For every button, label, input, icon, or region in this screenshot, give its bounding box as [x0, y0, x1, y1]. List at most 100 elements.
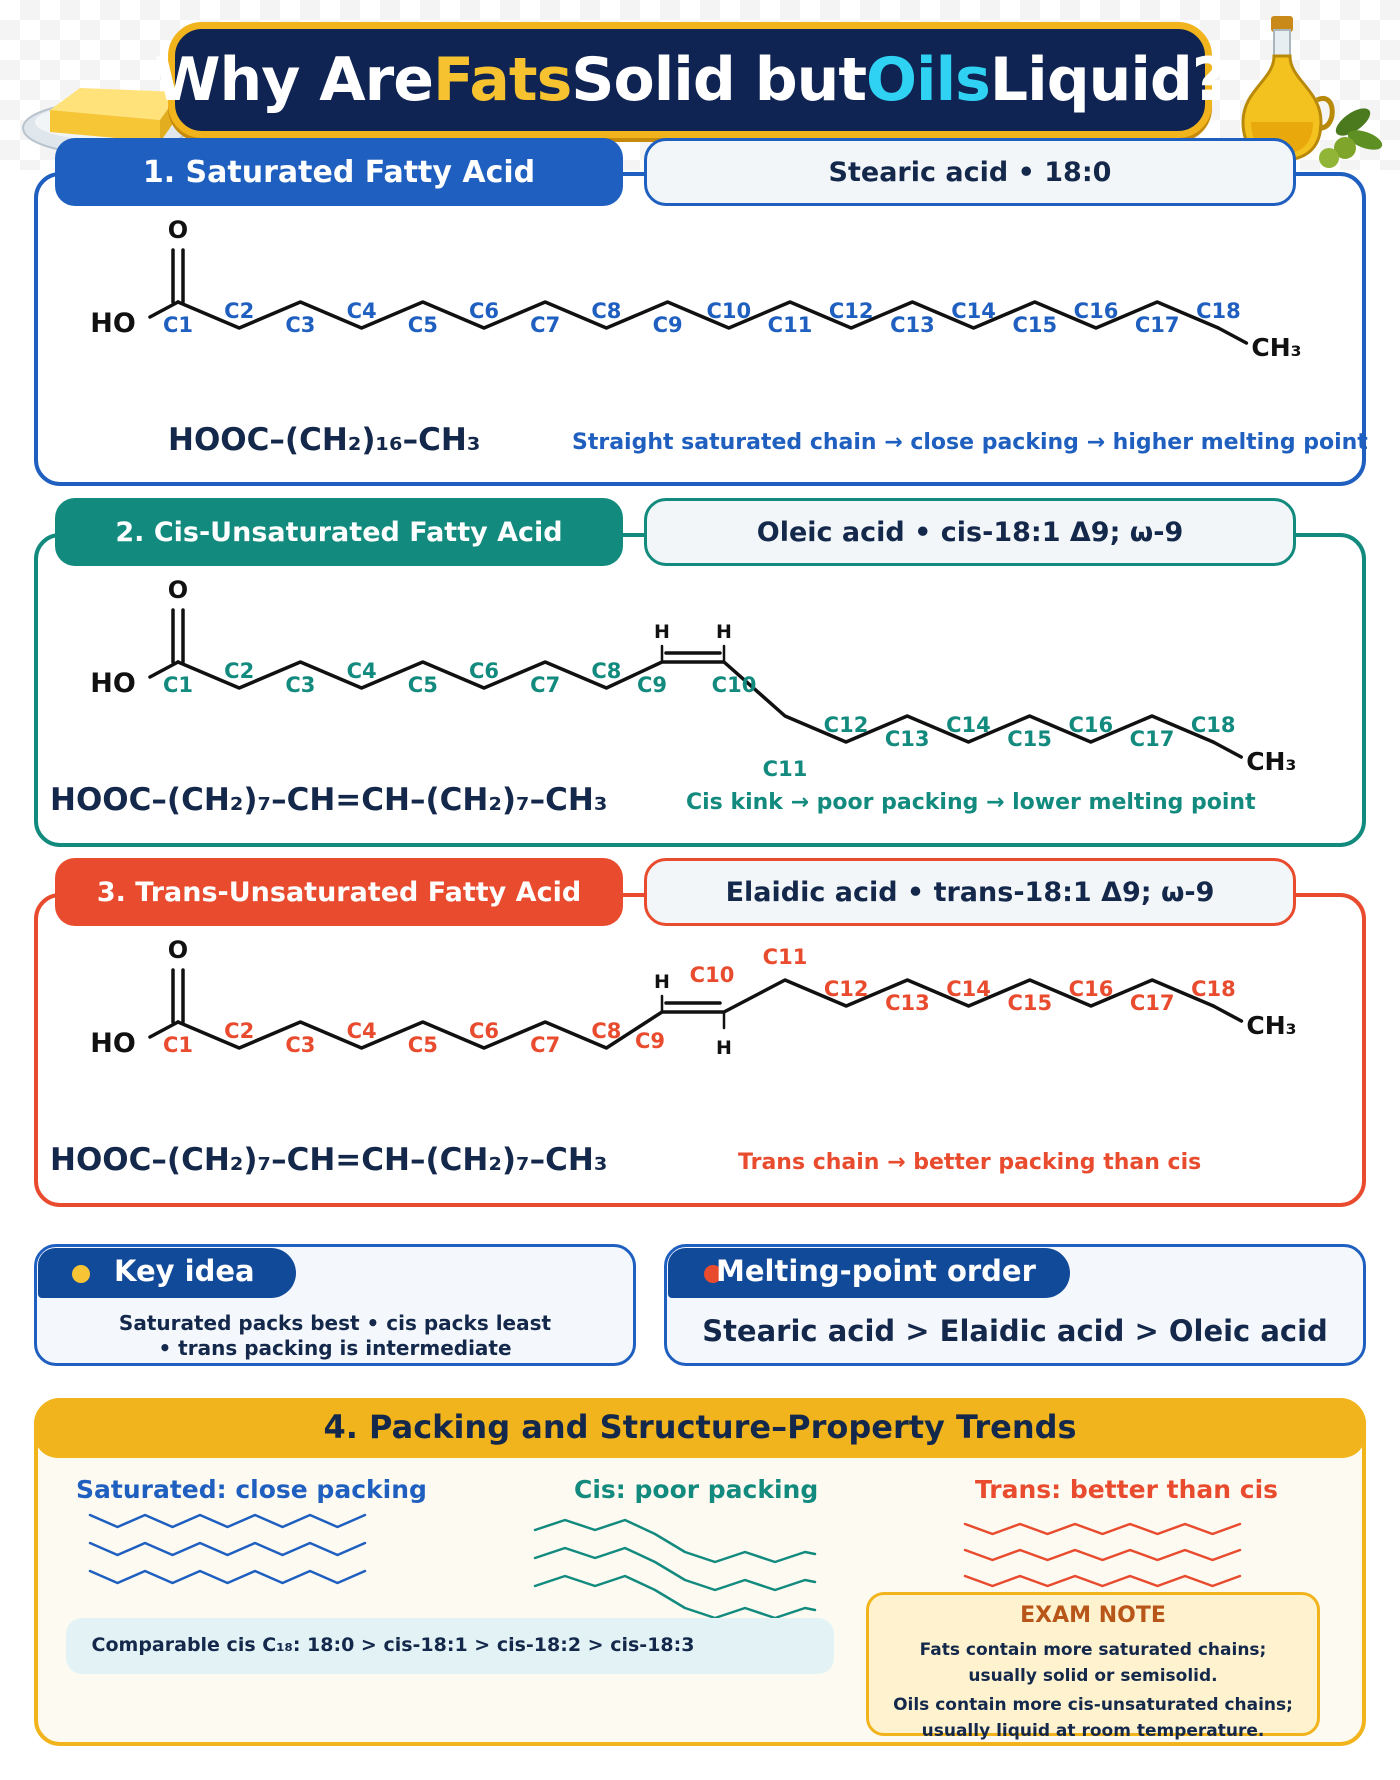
carbon-label-c6: C6 — [469, 1019, 499, 1043]
section-tab-cis: 2. Cis-Unsaturated Fatty Acid — [55, 498, 623, 566]
carbon-chain — [176, 978, 1216, 1050]
key-idea-text: Saturated packs best • cis packs least •… — [34, 1311, 636, 1361]
carbon-label-c10: C10 — [712, 673, 757, 697]
hydrogen-label: H — [716, 621, 732, 643]
exam-note-box — [866, 1592, 1320, 1736]
comparison-bar — [66, 1618, 834, 1674]
carbon-label-c7: C7 — [530, 313, 560, 337]
c-o-single-bond — [148, 1020, 180, 1039]
carbon-label-c2: C2 — [224, 1019, 254, 1043]
carbon-label-c10: C10 — [706, 299, 751, 323]
terminal-bond — [1211, 1004, 1244, 1023]
bullet-dot-icon — [72, 1265, 90, 1283]
cis-chain — [533, 1518, 817, 1564]
carbon-label-c9: C9 — [637, 673, 667, 697]
carbon-label-c8: C8 — [591, 659, 621, 683]
title-text-2: Solid but — [571, 45, 867, 115]
bullet-dot-icon — [704, 1265, 722, 1283]
exam-note-line-2: usually solid or semisolid. — [968, 1666, 1218, 1686]
carbon-label-c1: C1 — [163, 1033, 193, 1057]
caption-trans: Trans chain → better packing than cis — [738, 1150, 1202, 1175]
carbon-label-c15: C15 — [1007, 991, 1052, 1015]
carbon-label-c12: C12 — [829, 299, 874, 323]
terminal-bond — [1211, 740, 1243, 759]
saturated-packing-label: Saturated: close packing — [76, 1475, 427, 1504]
carbon-label-c18: C18 — [1191, 977, 1236, 1001]
c-o-single-bond — [148, 660, 180, 679]
exam-note-line-4: usually liquid at room temperature. — [921, 1721, 1265, 1741]
hydroxyl-label: HO — [90, 668, 136, 699]
trans-chain — [963, 1522, 1242, 1536]
c-o-single-bond — [148, 300, 180, 319]
acid-name-stearic: Stearic acid • 18:0 — [644, 138, 1296, 206]
carbon-label-c7: C7 — [530, 1033, 560, 1057]
title-fats-word: Fats — [432, 45, 572, 115]
oxygen-label: O — [168, 216, 188, 244]
key-idea-title: Key idea — [114, 1254, 255, 1288]
acid-name-elaidic: Elaidic acid • trans-18:1 Δ9; ω-9 — [644, 858, 1296, 926]
methyl-label: CH₃ — [1246, 747, 1296, 776]
title-text-3: Liquid? — [989, 45, 1227, 115]
melting-title: Melting-point order — [716, 1254, 1036, 1288]
oxygen-label: O — [168, 936, 188, 964]
key-idea-line-2: • trans packing is intermediate — [158, 1336, 512, 1360]
section-tab-trans: 3. Trans-Unsaturated Fatty Acid — [55, 858, 623, 926]
exam-note-title: EXAM NOTE — [1020, 1603, 1166, 1628]
carbon-label-c8: C8 — [591, 1019, 621, 1043]
exam-note-text: Fats contain more saturated chains; usua… — [866, 1637, 1320, 1744]
carbon-label-c18: C18 — [1191, 713, 1236, 737]
oil-bottle-icon — [1241, 16, 1383, 168]
saturated-chain — [88, 1541, 367, 1557]
saturated-chain — [88, 1569, 367, 1585]
trans-panel — [34, 893, 1366, 1207]
cis-chain — [533, 1546, 817, 1592]
carbon-label-c14: C14 — [951, 299, 996, 323]
formula-oleic: HOOC–(CH₂)₇–CH=CH–(CH₂)₇–CH₃ — [50, 782, 608, 818]
title-text-1: Why Are — [154, 45, 434, 115]
carbon-label-c2: C2 — [224, 299, 254, 323]
carbon-label-c14: C14 — [946, 713, 991, 737]
carbon-label-c15: C15 — [1012, 313, 1057, 337]
section-tab-saturated: 1. Saturated Fatty Acid — [55, 138, 623, 206]
carbon-label-c13: C13 — [885, 727, 930, 751]
exam-note-line-3: Oils contain more cis-unsaturated chains… — [893, 1695, 1293, 1715]
terminal-bond — [1216, 326, 1249, 345]
carbon-label-c6: C6 — [469, 659, 499, 683]
carbon-label-c5: C5 — [408, 1033, 438, 1057]
carbon-label-c4: C4 — [347, 1019, 377, 1043]
carbon-chain — [176, 660, 1215, 744]
carbon-label-c8: C8 — [591, 299, 621, 323]
acid-name-oleic: Oleic acid • cis-18:1 Δ9; ω-9 — [644, 498, 1296, 566]
key-idea-line-1: Saturated packs best • cis packs least — [118, 1311, 552, 1335]
comparison-text: Comparable cis C₁₈: 18:0 > cis-18:1 > ci… — [91, 1634, 695, 1656]
trends-title: 4. Packing and Structure–Property Trends — [323, 1408, 1077, 1446]
carbon-label-c5: C5 — [408, 673, 438, 697]
carbon-label-c4: C4 — [347, 659, 377, 683]
hydrogen-label: H — [716, 1037, 732, 1059]
butter-icon — [22, 88, 188, 155]
methyl-label: CH₃ — [1246, 1011, 1296, 1040]
carbon-label-c17: C17 — [1130, 727, 1175, 751]
carbon-label-c4: C4 — [347, 299, 377, 323]
carbon-label-c6: C6 — [469, 299, 499, 323]
carbon-label-c13: C13 — [890, 313, 935, 337]
methyl-label: CH₃ — [1251, 333, 1301, 362]
melting-tab — [668, 1248, 1070, 1298]
formula-elaidic: HOOC–(CH₂)₇–CH=CH–(CH₂)₇–CH₃ — [50, 1142, 608, 1178]
carbon-label-c9: C9 — [635, 1029, 665, 1053]
caption-saturated: Straight saturated chain → close packing… — [572, 430, 1368, 455]
trans-chain — [963, 1574, 1242, 1588]
oxygen-label: O — [168, 576, 188, 604]
carbon-chain — [176, 300, 1221, 330]
carbon-label-c13: C13 — [885, 991, 930, 1015]
carbon-label-c11: C11 — [768, 313, 813, 337]
carbon-label-c14: C14 — [946, 977, 991, 1001]
carbon-label-c3: C3 — [285, 1033, 315, 1057]
page-title: Why Are Fats Solid but Oils Liquid? — [154, 22, 1226, 138]
carbon-label-c11: C11 — [763, 945, 808, 969]
carbon-label-c5: C5 — [408, 313, 438, 337]
carbon-label-c1: C1 — [163, 313, 193, 337]
